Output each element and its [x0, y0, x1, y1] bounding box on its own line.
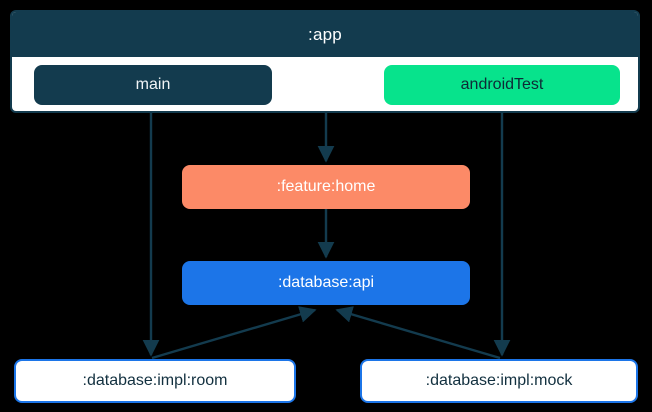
node-database-impl-mock[interactable]: :database:impl:mock: [360, 359, 638, 403]
node-main[interactable]: main: [34, 65, 272, 105]
node-android-test-label: androidTest: [460, 76, 544, 93]
node-feature-home-label: :feature:home: [276, 178, 376, 195]
node-database-impl-mock-label: :database:impl:mock: [425, 372, 573, 389]
subgraph-app-title: :app: [12, 12, 638, 57]
node-feature-home[interactable]: :feature:home: [182, 165, 470, 209]
node-database-impl-room-label: :database:impl:room: [82, 372, 228, 389]
edge-mock-to-database-api: [335, 306, 501, 360]
node-main-label: main: [135, 76, 171, 93]
node-android-test[interactable]: androidTest: [384, 65, 620, 105]
node-database-api-label: :database:api: [277, 274, 375, 291]
node-database-api[interactable]: :database:api: [182, 261, 470, 305]
subgraph-app[interactable]: :app main androidTest: [10, 10, 640, 113]
node-database-impl-room[interactable]: :database:impl:room: [14, 359, 296, 403]
subgraph-app-body: main androidTest: [12, 57, 638, 111]
edge-room-to-database-api: [151, 306, 317, 360]
